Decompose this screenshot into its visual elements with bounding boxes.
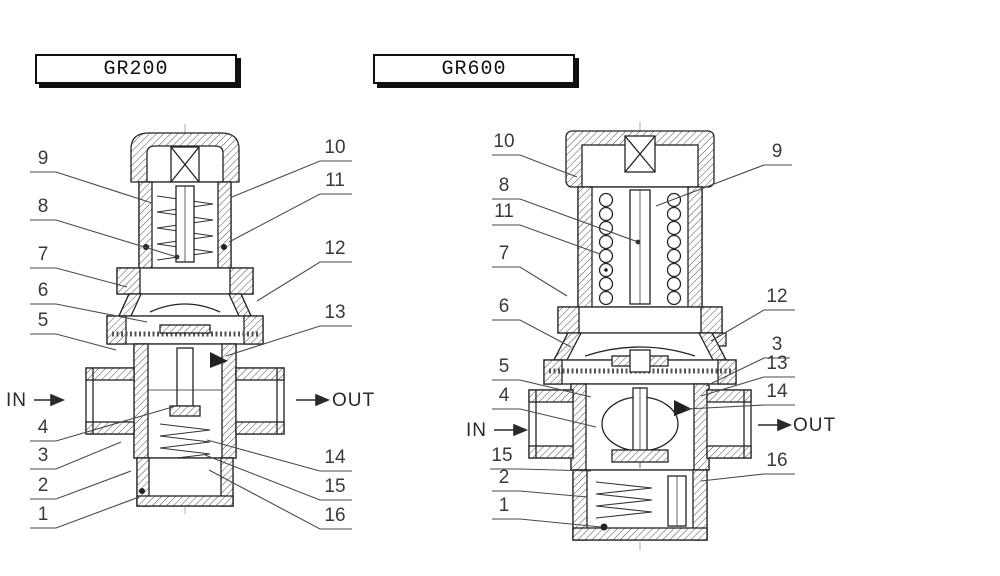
gr200-callout-12: 12: [324, 238, 346, 259]
gr600-callout-7: 7: [498, 243, 510, 264]
gr200-callout-1: 1: [37, 504, 49, 525]
gr600-callout-16: 16: [766, 450, 788, 471]
leader-gr200-11: [228, 193, 352, 243]
leader-gr600-13: [700, 376, 795, 397]
leader-gr200-9: [30, 171, 153, 204]
leader-gr200-10: [231, 160, 352, 198]
gr200-callout-6: 6: [37, 280, 49, 301]
leader-gr600-5: [492, 379, 592, 398]
leader-gr600-2: [492, 490, 588, 498]
leader-gr200-6: [30, 303, 148, 323]
flow-arrows: [34, 393, 793, 437]
gr600-out-label: OUT: [793, 415, 837, 436]
gr200-out-label: OUT: [332, 390, 376, 411]
gr600-callout-5: 5: [498, 356, 510, 377]
leader-gr600-7: [492, 266, 568, 297]
gr600-valve-drawing: [528, 122, 752, 550]
gr600-callout-12: 12: [766, 286, 788, 307]
gr200-callout-2: 2: [37, 475, 49, 496]
gr600-title-box: GR600: [373, 54, 575, 84]
gr600-callout-9: 9: [771, 141, 783, 162]
gr600-callout-13: 13: [766, 353, 788, 374]
gr600-callout-14: 14: [766, 381, 788, 402]
leader-gr200-7: [30, 267, 128, 288]
gr200-title-box: GR200: [35, 54, 237, 84]
gr200-callout-10: 10: [324, 137, 346, 158]
gr600-callout-6: 6: [498, 296, 510, 317]
gr200-callout-4: 4: [37, 417, 49, 438]
leader-gr200-13: [225, 325, 352, 357]
gr200-callout-8: 8: [37, 196, 49, 217]
leader-gr200-3: [30, 441, 122, 470]
leader-gr600-1: [492, 518, 602, 528]
gr600-callout-2: 2: [498, 467, 510, 488]
gr600-callout-8: 8: [498, 175, 510, 196]
gr200-callout-15: 15: [324, 476, 346, 497]
leader-gr200-4: [30, 405, 177, 442]
gr200-valve-drawing: [85, 124, 285, 516]
gr200-callout-16: 16: [324, 505, 346, 526]
gr600-title: GR600: [441, 57, 507, 81]
gr600-in-label: IN: [466, 420, 487, 441]
leader-gr200-15: [204, 454, 352, 501]
gr200-callout-11: 11: [325, 170, 345, 191]
gr200-callout-5: 5: [37, 310, 49, 331]
gr600-leader-lines: [490, 154, 795, 528]
leader-gr600-14: [685, 404, 795, 410]
leader-gr600-11: [492, 224, 601, 255]
leader-gr200-5: [30, 333, 117, 351]
leader-gr200-12: [256, 261, 352, 302]
leader-gr600-3: [705, 357, 790, 387]
gr200-callout-3: 3: [37, 445, 49, 466]
leader-gr600-12: [710, 309, 795, 342]
gr200-callout-9: 9: [37, 148, 49, 169]
gr600-callout-15: 15: [491, 445, 513, 466]
leader-gr200-1: [30, 496, 140, 529]
gr600-callout-11: 11: [494, 201, 514, 222]
leader-gr600-9: [655, 164, 792, 207]
gr200-in-label: IN: [6, 390, 27, 411]
gr200-callout-7: 7: [37, 244, 49, 265]
leader-gr200-2: [30, 470, 132, 500]
leader-gr600-6: [492, 319, 572, 348]
gr200-callout-13: 13: [324, 302, 346, 323]
leader-gr200-16: [208, 469, 352, 530]
gr200-callout-14: 14: [324, 447, 346, 468]
gr600-callout-4: 4: [498, 385, 510, 406]
leader-gr600-4: [492, 408, 597, 428]
leader-gr600-16: [700, 473, 795, 482]
gr600-callout-3: 3: [771, 334, 783, 355]
leader-gr200-8: [30, 219, 178, 258]
leader-gr600-8: [492, 198, 639, 243]
leader-gr600-15: [490, 468, 592, 472]
leader-gr600-10: [492, 154, 578, 178]
gr600-callout-10: 10: [493, 131, 515, 152]
leader-gr200-14: [206, 439, 352, 472]
gr600-callout-1: 1: [498, 495, 510, 516]
gr200-leader-lines: [30, 160, 352, 530]
gr200-title: GR200: [103, 57, 169, 81]
